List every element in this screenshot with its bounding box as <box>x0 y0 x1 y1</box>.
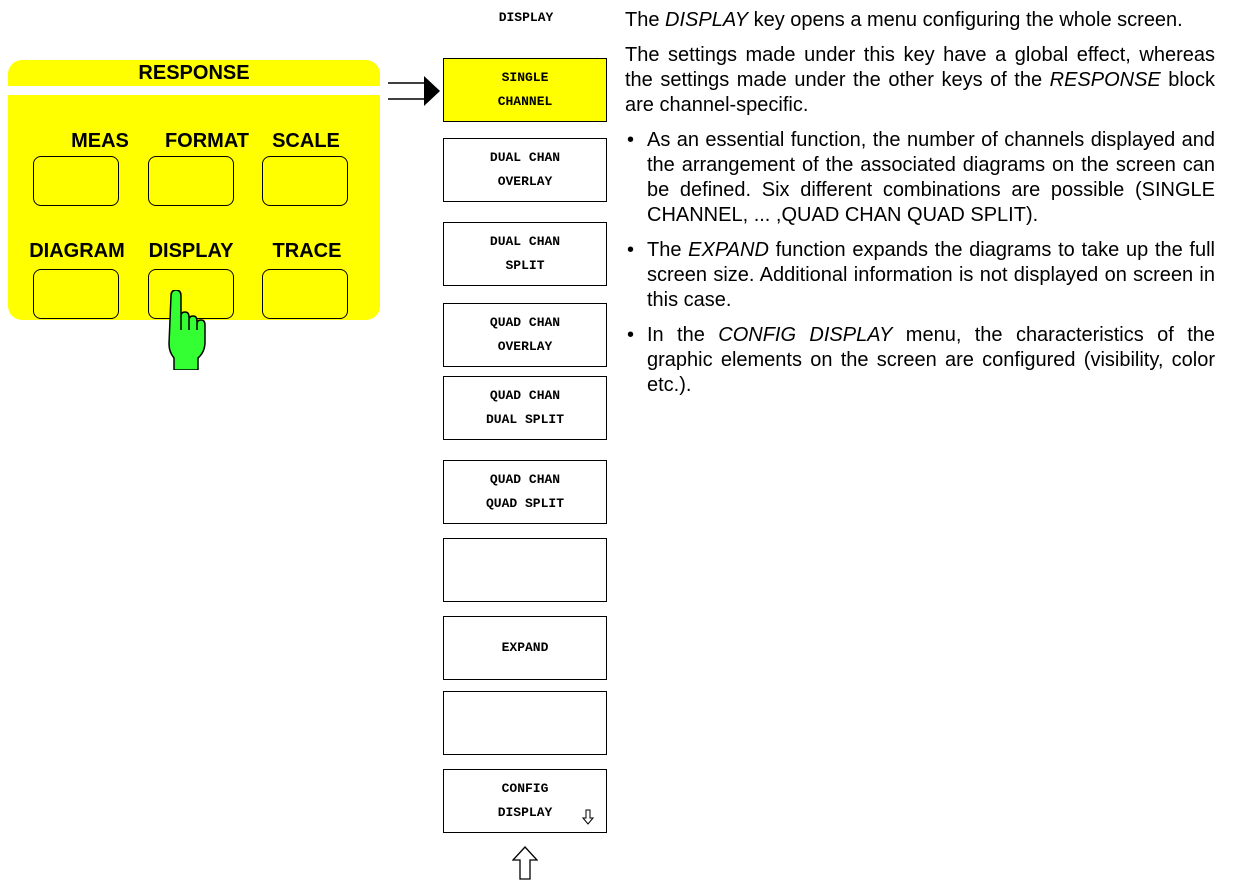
diagram-key-label: DIAGRAM <box>29 240 125 262</box>
key-name: EXPAND <box>688 239 769 261</box>
response-panel-title: RESPONSE <box>8 60 380 86</box>
menu-up-arrow-icon <box>512 846 538 880</box>
meas-key[interactable] <box>33 156 119 206</box>
format-key[interactable] <box>148 156 234 206</box>
menu-title: DISPLAY <box>498 10 554 25</box>
softkey-label-line1: EXPAND <box>501 640 549 655</box>
softkey-label-line2: CHANNEL <box>497 94 553 109</box>
softkey-single-channel[interactable]: SINGLE CHANNEL <box>443 58 607 122</box>
softkey-label-line1: QUAD CHAN <box>489 472 561 487</box>
selection-arrow-icon <box>388 76 440 106</box>
softkey-label-line2: OVERLAY <box>497 339 553 354</box>
key-name: RESPONSE <box>1049 69 1161 91</box>
scale-key[interactable] <box>262 156 348 206</box>
softkey-label-line2: OVERLAY <box>497 174 553 189</box>
softkey-label-line2: DUAL SPLIT <box>485 412 564 427</box>
list-item: In the CONFIG DISPLAY menu, the characte… <box>625 323 1215 398</box>
softkey-blank-1[interactable] <box>443 538 607 602</box>
submenu-down-arrow-icon <box>582 809 594 825</box>
softkey-label-line1: DUAL CHAN <box>489 150 561 165</box>
softkey-config-display[interactable]: CONFIG DISPLAY <box>443 769 607 833</box>
softkey-label-line2: QUAD SPLIT <box>485 496 564 511</box>
softkey-label-line1: CONFIG <box>501 781 549 796</box>
softkey-dual-chan-split[interactable]: DUAL CHAN SPLIT <box>443 222 607 286</box>
format-key-label: FORMAT <box>164 130 250 152</box>
softkey-quad-chan-dual-split[interactable]: QUAD CHAN DUAL SPLIT <box>443 376 607 440</box>
softkey-label-line2: SPLIT <box>505 258 545 273</box>
softkey-dual-chan-overlay[interactable]: DUAL CHAN OVERLAY <box>443 138 607 202</box>
function-list: As an essential function, the number of … <box>625 128 1215 398</box>
diagram-key[interactable] <box>33 269 119 319</box>
scale-key-label: SCALE <box>272 130 340 152</box>
key-name: DISPLAY <box>665 9 749 31</box>
display-key-label: DISPLAY <box>148 240 234 262</box>
softkey-label-line1: QUAD CHAN <box>489 388 561 403</box>
hand-pointer-icon <box>168 290 206 370</box>
softkey-label-line2: DISPLAY <box>497 805 553 820</box>
softkey-blank-2[interactable] <box>443 691 607 755</box>
intro-paragraph: The DISPLAY key opens a menu configuring… <box>625 9 1183 31</box>
softkey-label-line1: SINGLE <box>501 70 549 85</box>
softkey-quad-chan-overlay[interactable]: QUAD CHAN OVERLAY <box>443 303 607 367</box>
softkey-label-line1: DUAL CHAN <box>489 234 561 249</box>
softkey-quad-chan-quad-split[interactable]: QUAD CHAN QUAD SPLIT <box>443 460 607 524</box>
softkey-expand[interactable]: EXPAND <box>443 616 607 680</box>
trace-key-label: TRACE <box>272 240 342 262</box>
list-item: The EXPAND function expands the diagrams… <box>625 238 1215 313</box>
description-text: The DISPLAY key opens a menu configuring… <box>625 8 1215 408</box>
list-item: As an essential function, the number of … <box>625 128 1215 228</box>
trace-key[interactable] <box>262 269 348 319</box>
scope-paragraph: The settings made under this key have a … <box>625 44 1215 116</box>
key-name: CONFIG DISPLAY <box>718 324 893 346</box>
meas-key-label: MEAS <box>71 130 129 152</box>
softkey-label-line1: QUAD CHAN <box>489 315 561 330</box>
